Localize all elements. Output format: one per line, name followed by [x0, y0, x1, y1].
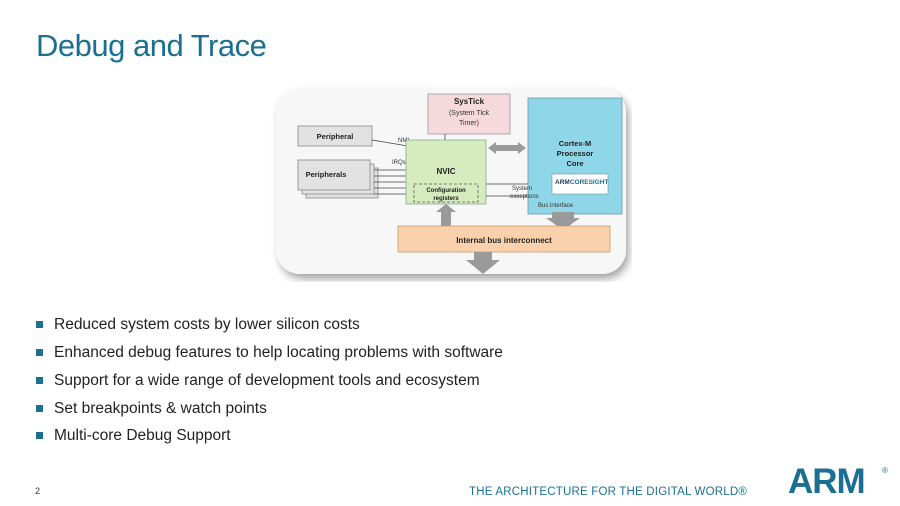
bullet-square-icon [36, 432, 43, 439]
bullet-text: Set breakpoints & watch points [54, 400, 267, 417]
nvic-block [405, 139, 487, 205]
bus-label: Internal bus interconnect [456, 236, 552, 245]
nvic-architecture-diagram: SysTick (System Tick Timer) Peripheral P… [270, 84, 632, 282]
systick-sub2: Timer) [459, 120, 479, 127]
bullet-text: Enhanced debug features to help locating… [54, 344, 503, 361]
bullet-item: Set breakpoints & watch points [36, 398, 503, 426]
core-label-1: Cortex-M [559, 139, 592, 148]
systick-block [427, 93, 511, 135]
peripherals-label: Peripherals [306, 170, 347, 179]
bullet-square-icon [36, 321, 43, 328]
bullet-item: Support for a wide range of development … [36, 370, 503, 398]
footer-tagline: THE ARCHITECTURE FOR THE DIGITAL WORLD® [469, 486, 748, 498]
bullet-text: Reduced system costs by lower silicon co… [54, 316, 360, 333]
bullet-text: Multi-core Debug Support [54, 427, 231, 444]
core-down-arrow [546, 212, 580, 230]
peripherals-block [297, 159, 371, 191]
bus-interface-label: Bus interface [538, 203, 574, 209]
peripheral-label: Peripheral [317, 132, 354, 141]
coresight-logo: ARMCORESIGHT [555, 179, 608, 186]
slide-title: Debug and Trace [36, 28, 267, 63]
nvic-core-arrow [488, 142, 526, 154]
logo-registered-mark: ® [882, 466, 888, 475]
peripheral-block [297, 125, 373, 147]
core-label-2: Processor [557, 149, 594, 158]
cortex-m-core-block [527, 97, 623, 215]
internal-bus-block [397, 225, 611, 253]
config-label-1: Configuration [426, 188, 466, 194]
bullet-square-icon [36, 405, 43, 412]
bullet-item: Reduced system costs by lower silicon co… [36, 314, 503, 342]
bullet-square-icon [36, 349, 43, 356]
nvic-up-arrow [436, 204, 456, 226]
core-label-3: Core [566, 159, 583, 168]
bullet-item: Multi-core Debug Support [36, 425, 503, 453]
config-registers-block [413, 183, 479, 203]
bullet-list: Reduced system costs by lower silicon co… [36, 314, 503, 453]
coresight-badge [551, 173, 609, 195]
systick-sub1: (System Tick [449, 110, 490, 117]
sys-exc-label-2: exceptions [510, 194, 539, 200]
page-number: 2 [35, 486, 41, 496]
config-label-2: registers [433, 196, 459, 202]
bullet-text: Support for a wide range of development … [54, 372, 480, 389]
nvic-label: NVIC [436, 167, 455, 176]
bus-down-arrow [466, 252, 500, 274]
sys-exc-label-1: System [512, 186, 532, 192]
systick-title: SysTick [454, 97, 485, 106]
irqs-label: IRQs [392, 160, 406, 166]
bullet-item: Enhanced debug features to help locating… [36, 342, 503, 370]
arm-logo: ARM [788, 462, 866, 501]
nmi-label: NMI [398, 138, 409, 144]
bullet-square-icon [36, 377, 43, 384]
